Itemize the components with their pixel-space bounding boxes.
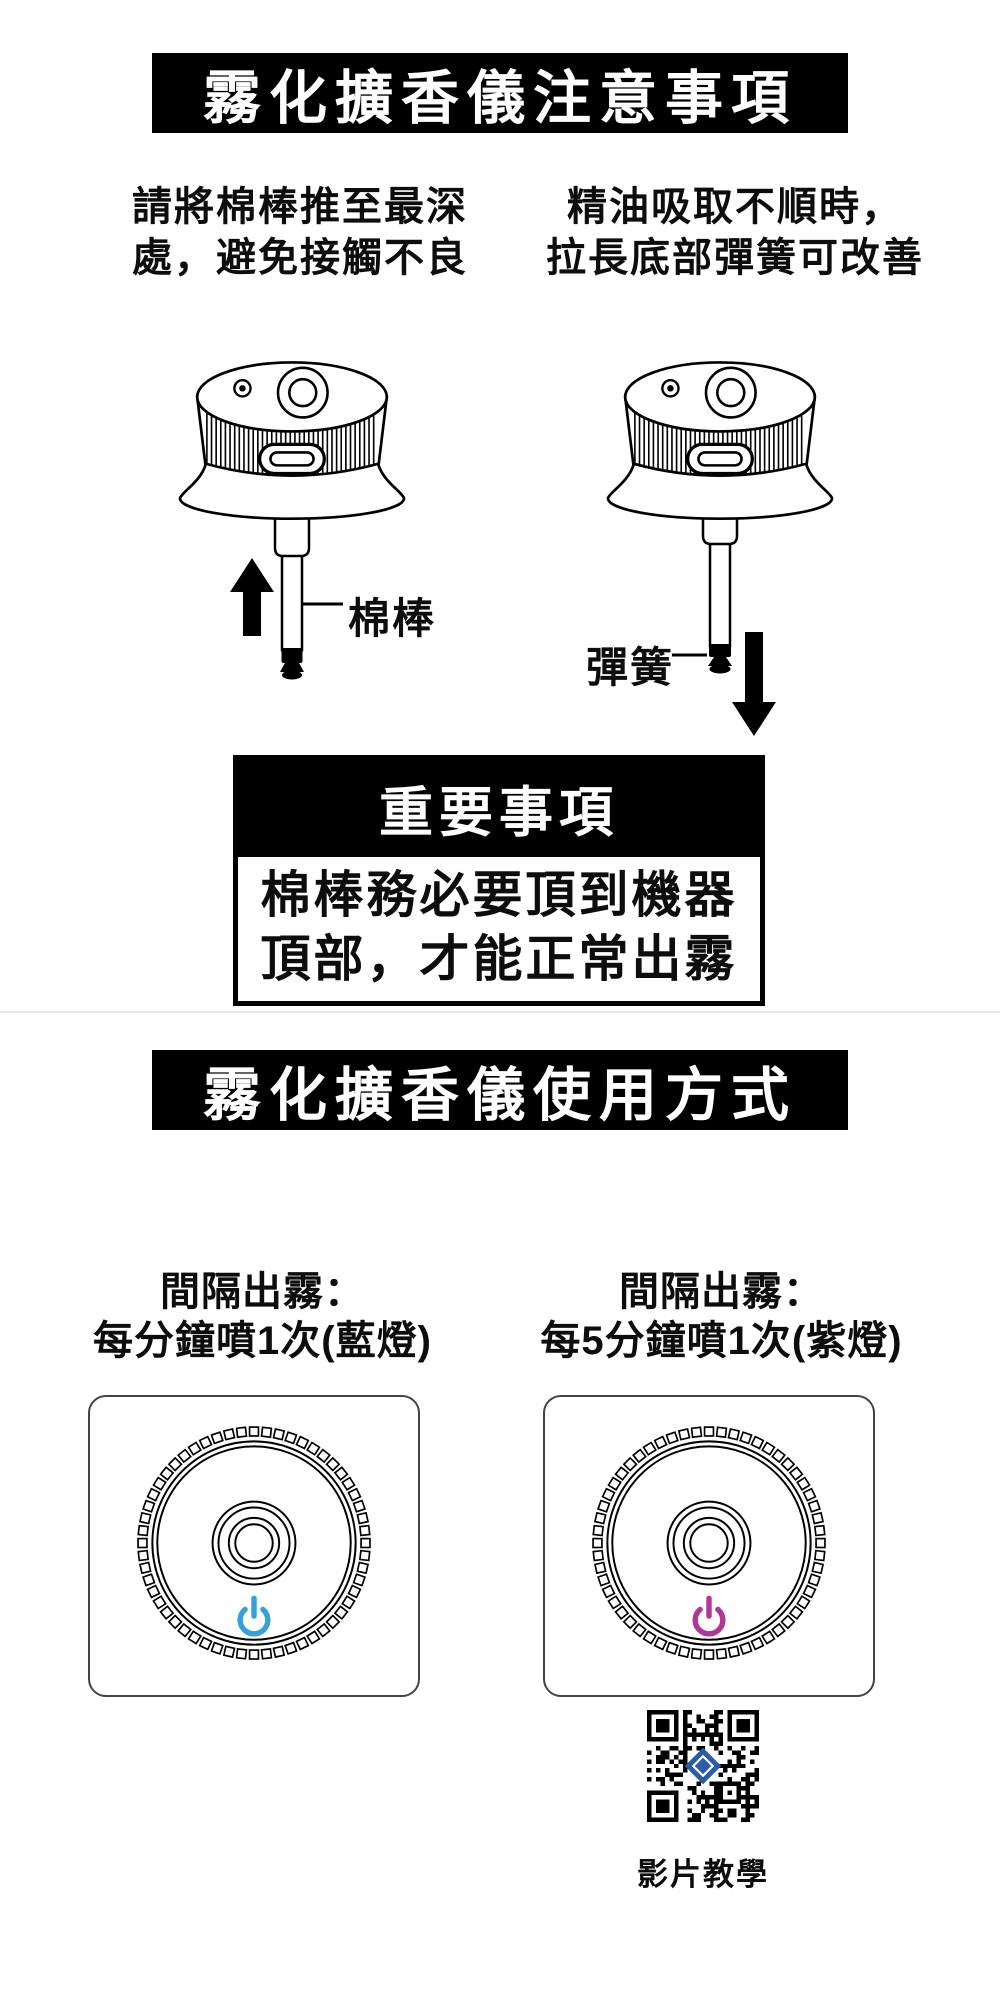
swab-black-tip: [281, 648, 303, 663]
nozzle-ring-1: [211, 1500, 297, 1586]
important-body: 棉棒務必要頂到機器 頂部，才能正常出霧: [238, 857, 760, 1001]
swab-suction-cup: [280, 663, 304, 672]
section-divider: [0, 1011, 1000, 1013]
dial-rim-inner: [611, 1445, 807, 1641]
spring-note: 精油吸取不順時， 拉長底部彈簧可改善: [510, 182, 960, 284]
important-notice-box: 重要事項 棉棒務必要頂到機器 頂部，才能正常出霧: [233, 755, 765, 1006]
cotton-swab-stem-extended: [708, 540, 732, 648]
important-header: 重要事項: [238, 760, 760, 857]
diffuser-side-view-right: [606, 360, 834, 736]
qr-logo-diamond: [684, 1747, 722, 1785]
cotton-swab-stem: [280, 552, 304, 652]
nozzle-ring-2: [672, 1506, 746, 1580]
cotton-swab-note-line2: 處，避免接觸不良: [132, 236, 468, 281]
usage-banner: 霧化擴香儀使用方式: [152, 1050, 848, 1130]
purple-mode-line1: 間隔出霧：: [619, 1270, 824, 1314]
power-icon: [237, 1595, 271, 1637]
dial-rim-inner: [156, 1445, 352, 1641]
cotton-swab-label: 棉棒: [348, 595, 437, 642]
purple-mode-note: 間隔出霧： 每5分鐘噴1次(紫燈): [489, 1268, 954, 1366]
diffuser-neck: [701, 512, 739, 546]
diffuser-top-view-purple: [592, 1426, 826, 1660]
spring-label: 彈簧: [586, 644, 675, 691]
blue-mode-line1: 間隔出霧：: [160, 1270, 365, 1314]
blue-mode-note: 間隔出霧： 每分鐘噴1次(藍燈): [30, 1268, 495, 1366]
down-arrow-icon: [732, 632, 776, 736]
purple-mode-line2: 每5分鐘噴1次(紫燈): [540, 1318, 903, 1363]
nozzle-ring-3: [227, 1516, 281, 1570]
nozzle-ring-4: [689, 1523, 729, 1563]
cotton-swab-note: 請將棉棒推至最深 處，避免接觸不良: [75, 182, 525, 284]
nozzle-ring-2: [217, 1506, 291, 1580]
up-arrow-icon: [230, 558, 274, 636]
qr-code-pattern: [647, 1710, 759, 1822]
power-icon: [692, 1595, 726, 1637]
important-line1: 棉棒務必要頂到機器: [260, 867, 738, 923]
cotton-swab-note-line1: 請將棉棒推至最深: [132, 185, 468, 229]
nozzle-ring-3: [682, 1516, 736, 1570]
usage-banner-text: 霧化擴香儀使用方式: [202, 1063, 797, 1128]
precautions-banner: 霧化擴香儀注意事項: [152, 53, 848, 133]
spring-black-band: [709, 644, 731, 657]
qr-label: 影片教學: [637, 1857, 769, 1892]
spring-note-line1: 精油吸取不順時，: [567, 185, 903, 229]
spring-suction-cup: [708, 657, 732, 666]
diffuser-top-view-blue: [137, 1426, 371, 1660]
dial-card-purple: [543, 1395, 875, 1697]
nozzle-ring-1: [666, 1500, 752, 1586]
spring-note-line2: 拉長底部彈簧可改善: [546, 236, 924, 281]
dial-teeth: [137, 1426, 371, 1660]
swab-foot: [282, 670, 302, 680]
precautions-banner-text: 霧化擴香儀注意事項: [202, 66, 797, 131]
spring-foot: [709, 664, 731, 674]
important-line2: 頂部，才能正常出霧: [260, 931, 738, 987]
dial-teeth: [592, 1426, 826, 1660]
qr-code: [647, 1710, 759, 1822]
diffuser-side-view-left: [178, 360, 406, 680]
diffuser-neck: [273, 512, 311, 558]
dial-card-blue: [88, 1395, 420, 1697]
nozzle-ring-4: [234, 1523, 274, 1563]
blue-mode-line2: 每分鐘噴1次(藍燈): [93, 1318, 432, 1363]
